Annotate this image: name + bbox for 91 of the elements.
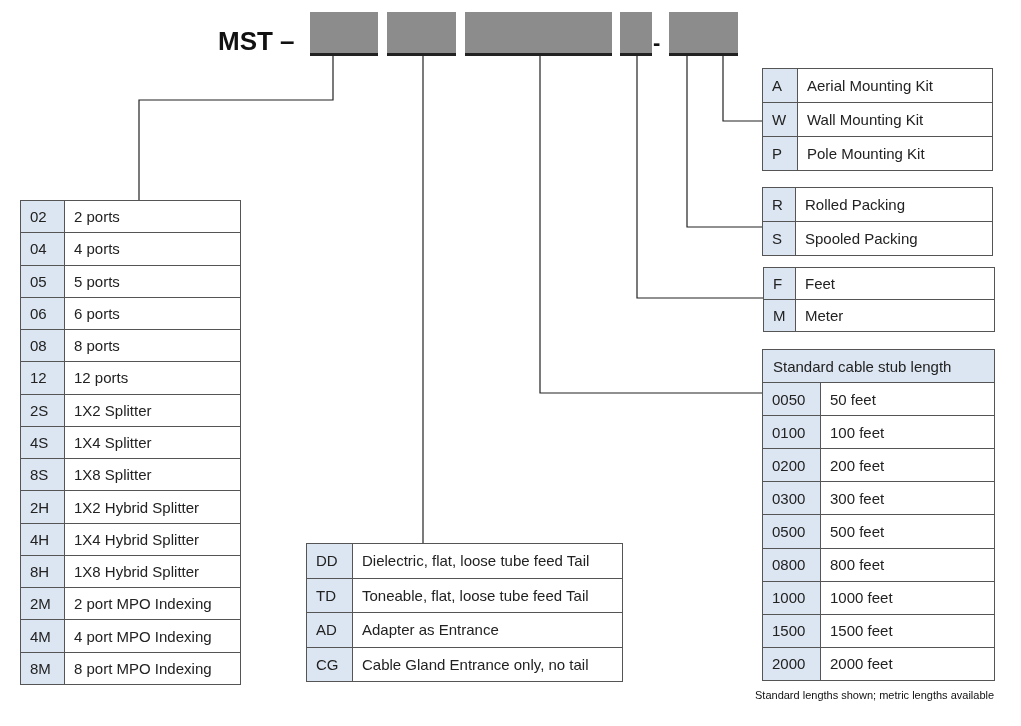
option-code: F [764,268,796,299]
option-code: S [763,222,796,255]
option-code: 0500 [763,515,821,548]
option-code: 4M [21,620,65,652]
option-code: 0300 [763,482,821,515]
leader-line [686,55,763,228]
option-table [306,543,623,682]
option-description: Adapter as Entrance [361,620,500,641]
option-table [763,267,995,332]
option-code: 8S [21,459,65,491]
option-code: 05 [21,265,65,297]
option-table [762,187,993,256]
option-code: 02 [21,201,65,233]
option-description: Meter [804,306,845,326]
option-code: TD [307,578,353,612]
option-description: 200 feet [829,455,886,476]
footnote: Standard lengths shown; metric lengths available [755,689,995,701]
option-description: 800 feet [829,555,886,576]
option-description: 4 ports [73,239,121,260]
option-code: 2M [21,588,65,620]
leader-line [539,55,763,394]
leader-line [422,55,424,544]
separator-dash: - [653,30,661,56]
option-description: 1X2 Splitter [73,400,153,421]
option-code: 12 [21,362,65,394]
option-code: 8M [21,652,65,684]
code-slot [465,12,612,56]
option-description: 1X8 Hybrid Splitter [73,562,201,583]
option-code: 0200 [763,449,821,482]
option-description: 2000 feet [829,654,894,675]
option-code: DD [307,544,353,578]
option-table [762,349,995,681]
option-description: 100 feet [829,422,886,443]
option-description: 300 feet [829,488,886,509]
option-description: 6 ports [73,303,121,324]
option-description: 2 ports [73,207,121,228]
option-description: Feet [804,274,836,294]
option-code: 1500 [763,614,821,647]
table-header: Standard cable stub length [763,350,994,383]
option-description: 1X8 Splitter [73,465,153,486]
option-description: Pole Mounting Kit [806,144,926,164]
leader-line [722,55,763,122]
code-slot [387,12,456,56]
option-code: 2H [21,491,65,523]
option-code: R [763,188,796,221]
option-description: Spooled Packing [804,229,919,249]
option-code: CG [307,647,353,681]
option-code: 06 [21,297,65,330]
option-description: Dielectric, flat, loose tube feed Tail [361,551,591,572]
code-slot [310,12,378,56]
option-code: 0100 [763,416,821,449]
part-number-prefix: MST – [218,26,295,57]
leader-line [636,55,764,299]
option-code: 1000 [763,581,821,614]
option-description: 8 ports [73,336,121,357]
option-description: 2 port MPO Indexing [73,594,213,615]
option-code: 04 [21,233,65,265]
option-description: 5 ports [73,271,121,292]
option-description: Rolled Packing [804,195,907,215]
option-description: Wall Mounting Kit [806,110,925,130]
option-code: AD [307,613,353,647]
option-code: 4H [21,523,65,555]
option-description: 1000 feet [829,588,894,609]
option-code: 4S [21,426,65,459]
option-code: 2000 [763,647,821,680]
option-code: 0050 [763,383,821,416]
option-code: 2S [21,394,65,426]
option-table [762,68,993,171]
option-code: 8H [21,555,65,588]
option-code: 0800 [763,548,821,581]
code-slot [669,12,738,56]
leader-line [138,55,334,201]
option-description: 1X2 Hybrid Splitter [73,497,201,518]
code-slot [620,12,652,56]
option-code: 08 [21,330,65,362]
option-description: 4 port MPO Indexing [73,626,213,647]
option-code: W [763,103,798,136]
option-description: 1500 feet [829,621,894,642]
option-description: 12 ports [73,368,130,389]
option-description: Toneable, flat, loose tube feed Tail [361,585,590,606]
option-description: 1X4 Splitter [73,433,153,453]
option-description: Aerial Mounting Kit [806,76,934,96]
option-description: Cable Gland Entrance only, no tail [361,654,590,675]
option-description: 1X4 Hybrid Splitter [73,529,201,550]
option-code: A [763,69,798,102]
option-description: 50 feet [829,389,877,410]
option-code: M [764,300,796,331]
option-description: 8 port MPO Indexing [73,658,213,679]
option-table [20,200,241,685]
option-description: 500 feet [829,522,886,542]
option-code: P [763,137,798,170]
